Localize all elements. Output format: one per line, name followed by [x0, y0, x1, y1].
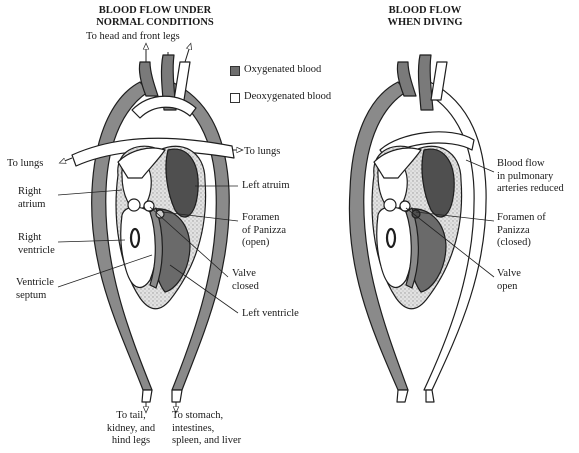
- oxygenated-swatch: [230, 66, 240, 76]
- label-left-ventricle: Left ventricle: [242, 308, 299, 321]
- label-right-ventricle: Right ventricle: [18, 232, 55, 257]
- label-to-lungs-right: To lungs: [244, 146, 280, 159]
- label-left-atrium: Left atruim: [242, 180, 290, 193]
- label-to-stomach: To stomach, intestines, spleen, and live…: [172, 410, 241, 448]
- normal-title-line-2: NORMAL CONDITIONS: [55, 17, 255, 29]
- label-valve-open: Valve open: [497, 268, 521, 293]
- normal-title: BLOOD FLOW UNDER NORMAL CONDITIONS: [55, 5, 255, 29]
- label-foramen-open: Foramen of Panizza (open): [242, 212, 286, 250]
- label-to-lungs-left: To lungs: [7, 158, 43, 171]
- label-right-atrium: Right atrium: [18, 186, 45, 211]
- label-blood-flow-reduced: Blood flow in pulmonary arteries reduced: [497, 158, 564, 196]
- label-foramen-closed: Foramen of Panizza (closed): [497, 212, 546, 250]
- label-valve-closed: Valve closed: [232, 268, 259, 293]
- deoxygenated-swatch: [230, 93, 240, 103]
- legend-oxygenated-label: Oxygenated blood: [244, 64, 321, 77]
- label-to-head: To head and front legs: [86, 31, 180, 44]
- legend-deoxygenated-label: Deoxygenated blood: [244, 91, 331, 104]
- normal-heart-diagram: [72, 55, 234, 402]
- diving-heart-diagram: [349, 55, 486, 402]
- label-to-tail: To tail, kidney, and hind legs: [100, 410, 162, 448]
- diving-title-line-1: BLOOD FLOW: [340, 5, 510, 17]
- label-ventricle-septum: Ventricle septum: [16, 277, 54, 302]
- diving-title-line-2: WHEN DIVING: [340, 17, 510, 29]
- normal-stomach-vessel: [172, 390, 182, 402]
- diving-title: BLOOD FLOW WHEN DIVING: [340, 5, 510, 29]
- diving-right-ventricle: [377, 207, 413, 287]
- normal-title-line-1: BLOOD FLOW UNDER: [55, 5, 255, 17]
- normal-tail-vessel: [142, 390, 152, 402]
- normal-right-ventricle: [121, 207, 157, 287]
